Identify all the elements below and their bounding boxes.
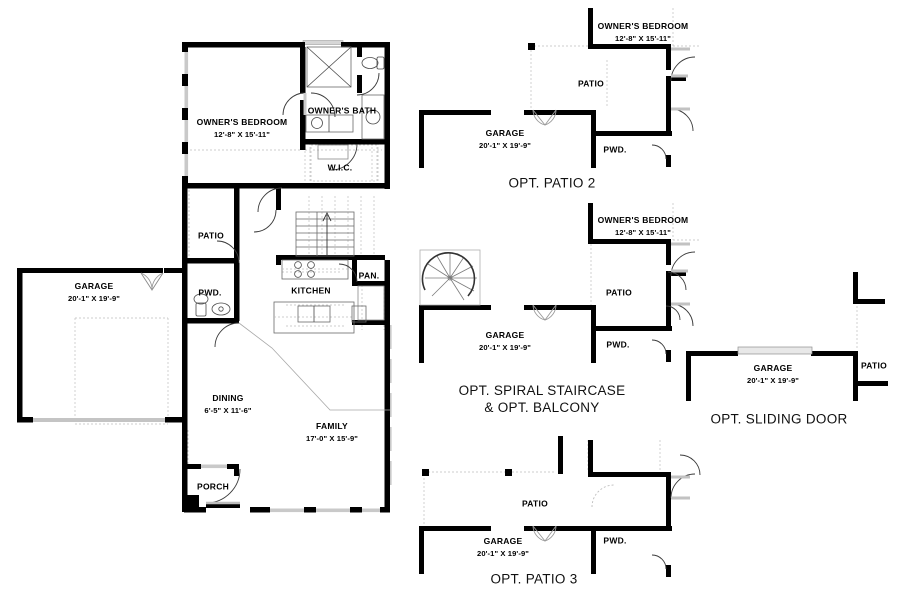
caption-line-1: OPT. PATIO 2 [508, 175, 596, 191]
spiral-staircase-icon [419, 249, 481, 306]
room-label-main-wic: W.I.C. [328, 162, 353, 175]
room-dimensions: 12'-8" X 15'-11" [615, 33, 671, 43]
room-label-main-pwd: PWD. [198, 287, 221, 300]
option-caption-opt-patio-3: OPT. PATIO 3 [490, 572, 577, 589]
room-name: PAN. [358, 270, 380, 281]
option-caption-opt-sliding-door: OPT. SLIDING DOOR [710, 412, 847, 429]
room-label-main-kitchen: KITCHEN [291, 285, 331, 298]
room-name: PWD. [603, 144, 627, 155]
room-name: OWNER'S BEDROOM [597, 214, 689, 225]
room-label-opt-patio-2-pwd: PWD. [603, 144, 626, 157]
caption-line-2: & OPT. BALCONY [484, 400, 600, 415]
room-name: GARAGE [74, 280, 114, 291]
caption-line-1: OPT. SPIRAL STAIRCASE [458, 383, 626, 399]
room-name: OWNER'S BEDROOM [196, 116, 288, 127]
opt-patio-2-group [419, 8, 700, 168]
room-label-opt-spiral-staircase-owners-bedroom: OWNER'S BEDROOM 12'-8" X 15'-11" [598, 214, 689, 238]
room-dimensions: 6'-5" X 11'-6" [204, 405, 252, 415]
room-label-opt-patio-3-garage: GARAGE 20'-1" X 19'-9" [477, 535, 529, 559]
room-name: PATIO [861, 360, 887, 371]
option-caption-opt-spiral-staircase: OPT. SPIRAL STAIRCASE& OPT. BALCONY [459, 383, 626, 417]
room-label-opt-spiral-staircase-garage: GARAGE 20'-1" X 19'-9" [479, 329, 531, 353]
room-name: PWD. [606, 339, 630, 350]
sliding-door-panel [737, 346, 813, 355]
room-label-main-garage: GARAGE 20'-1" X 19'-9" [68, 280, 120, 304]
room-name: PWD. [198, 287, 222, 298]
room-name: GARAGE [485, 329, 525, 340]
room-name: OWNER'S BATH [307, 105, 377, 116]
main-plan-group [17, 40, 392, 513]
room-name: PATIO [606, 287, 632, 298]
room-name: PWD. [603, 535, 627, 546]
room-dimensions: 17'-0" X 15'-9" [306, 433, 358, 443]
room-name: PATIO [198, 230, 224, 241]
opt-spiral-staircase-group [419, 203, 700, 363]
main-walls [17, 42, 390, 513]
opt-sliding-door-group [665, 271, 888, 401]
room-label-opt-patio-3-patio: PATIO [522, 498, 548, 511]
room-label-main-porch: PORCH [197, 481, 229, 494]
room-label-main-family: FAMILY 17'-0" X 15'-9" [306, 420, 358, 444]
main-door-swings [140, 72, 380, 505]
room-label-opt-spiral-staircase-pwd: PWD. [606, 339, 629, 352]
option-caption-opt-patio-2: OPT. PATIO 2 [508, 176, 595, 193]
room-dimensions: 12'-8" X 15'-11" [214, 129, 270, 139]
room-name: PATIO [522, 498, 548, 509]
room-name: DINING [212, 392, 244, 403]
room-dimensions: 20'-1" X 19'-9" [479, 342, 531, 352]
caption-line-1: OPT. PATIO 3 [490, 571, 578, 587]
room-label-main-patio: PATIO [198, 230, 224, 243]
room-name: FAMILY [316, 420, 348, 431]
room-label-opt-sliding-door-garage: GARAGE 20'-1" X 19'-9" [747, 362, 799, 386]
room-dimensions: 20'-1" X 19'-9" [747, 375, 799, 385]
room-label-opt-sliding-door-patio: PATIO [861, 360, 887, 373]
caption-line-1: OPT. SLIDING DOOR [710, 411, 848, 427]
room-name: PATIO [578, 78, 604, 89]
opt-patio-3-group [419, 436, 701, 577]
room-name: W.I.C. [327, 162, 353, 173]
room-label-opt-patio-3-pwd: PWD. [603, 535, 626, 548]
room-label-main-dining: DINING 6'-5" X 11'-6" [204, 392, 251, 416]
room-name: PORCH [197, 481, 229, 492]
room-dimensions: 20'-1" X 19'-9" [477, 548, 529, 558]
room-name: GARAGE [753, 362, 793, 373]
room-label-opt-patio-2-patio: PATIO [578, 78, 604, 91]
room-dimensions: 20'-1" X 19'-9" [479, 140, 531, 150]
room-dimensions: 20'-1" X 19'-9" [68, 293, 120, 303]
main-fixtures [188, 46, 390, 411]
room-name: OWNER'S BEDROOM [597, 20, 689, 31]
room-dimensions: 12'-8" X 15'-11" [615, 227, 671, 237]
room-label-main-pantry: PAN. [359, 270, 380, 283]
room-label-opt-patio-2-garage: GARAGE 20'-1" X 19'-9" [479, 127, 531, 151]
room-name: GARAGE [485, 127, 525, 138]
room-name: GARAGE [483, 535, 523, 546]
room-label-main-owners-bath: OWNER'S BATH [308, 105, 377, 118]
room-label-opt-patio-2-owners-bedroom: OWNER'S BEDROOM 12'-8" X 15'-11" [598, 20, 689, 44]
room-label-opt-spiral-staircase-patio: PATIO [606, 287, 632, 300]
room-name: KITCHEN [291, 285, 331, 296]
room-label-main-owners-bedroom: OWNER'S BEDROOM 12'-8" X 15'-11" [197, 116, 288, 140]
